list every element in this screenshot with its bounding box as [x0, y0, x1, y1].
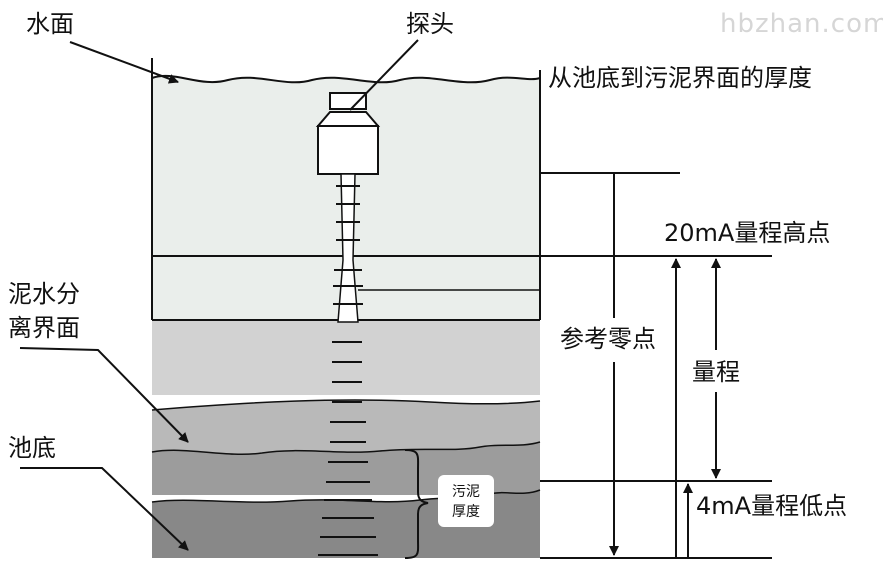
interface-line-sludge	[151, 441, 541, 456]
leader-lines	[19, 39, 419, 551]
probe	[315, 92, 381, 556]
label-tank-bottom: 池底	[8, 434, 56, 462]
label-mud-water-interface-2: 离界面	[8, 314, 80, 342]
water-surface-line	[151, 74, 541, 84]
tank-bottom-leader	[20, 467, 189, 551]
probe-shoulder	[315, 111, 381, 127]
sludge-thickness-label-1: 污泥	[452, 484, 480, 500]
probe-cap	[329, 92, 367, 110]
label-water-surface: 水面	[26, 10, 74, 38]
water-surface-leader	[69, 41, 179, 84]
interface-line-bottom-sludge	[151, 489, 541, 503]
label-range-high-20ma: 20mA量程高点	[664, 219, 830, 247]
probe-rungs	[333, 185, 363, 305]
sonar-signal-dashes	[318, 341, 378, 556]
watermark-text: hbzhan.com	[720, 9, 883, 39]
label-reference-zero: 参考零点	[560, 325, 656, 353]
dimension-lines	[540, 172, 772, 559]
interface-line-upper	[151, 399, 541, 411]
sludge-thickness-brace: 污泥 厚度	[404, 449, 494, 559]
label-sludge-thickness-from-bottom: 从池底到污泥界面的厚度	[548, 64, 812, 92]
turbid-layer	[152, 320, 540, 395]
interface-leader	[19, 347, 189, 443]
label-probe: 探头	[406, 10, 454, 38]
probe-leader	[349, 39, 419, 111]
probe-body	[317, 125, 379, 175]
label-range: 量程	[692, 358, 740, 386]
mid-layer	[152, 399, 540, 455]
sludge-thickness-box	[438, 475, 494, 527]
label-range-low-4ma: 4mA量程低点	[696, 492, 847, 520]
sludge-thickness-label-2: 厚度	[452, 504, 480, 520]
label-mud-water-interface-1: 泥水分	[8, 280, 80, 308]
